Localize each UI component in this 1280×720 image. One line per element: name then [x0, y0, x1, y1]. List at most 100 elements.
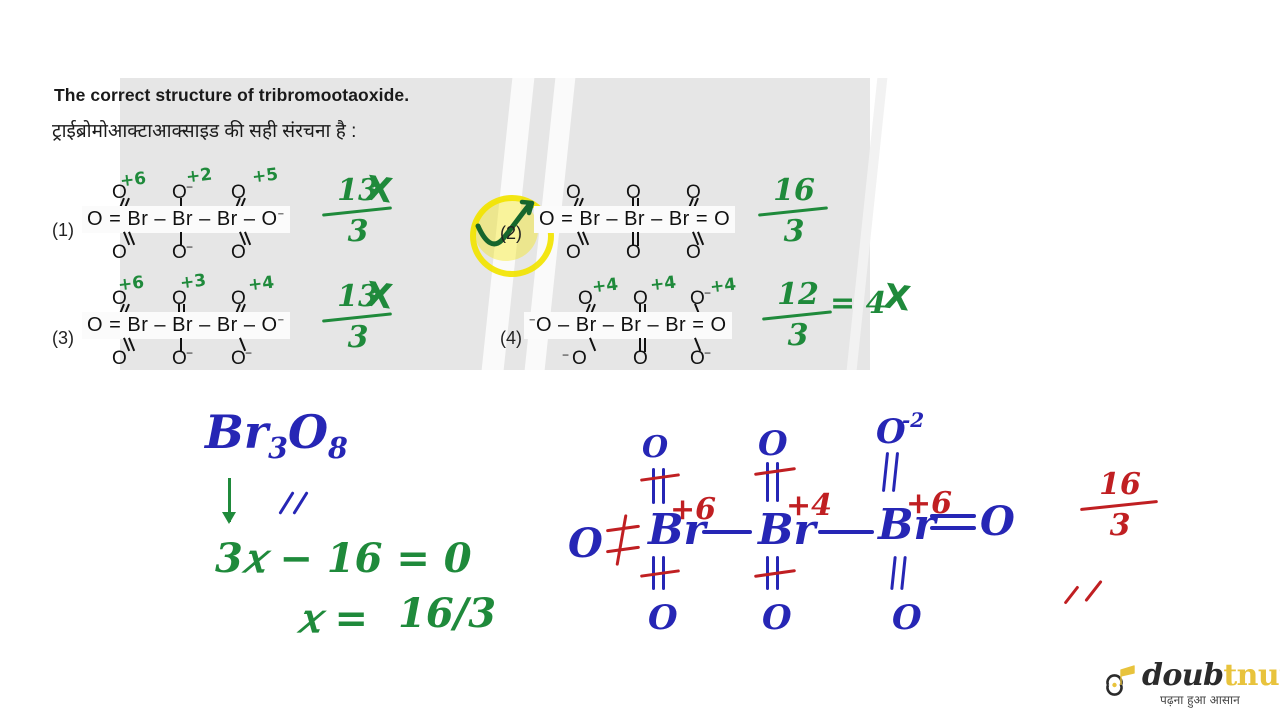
doubtnut-word-prefix: doub [1142, 658, 1224, 693]
option-1-top-oxygen-1: O [112, 182, 127, 203]
option-4-bottom-oxygen-2: O [633, 348, 648, 369]
option-4-formula-charge: − [529, 314, 536, 327]
option-2-result-numerator: 16 [773, 173, 815, 208]
option-4-result-equals: = 4 [830, 286, 887, 321]
sketch-strike-top-2 [753, 467, 797, 476]
sketch-top-oxygen-3-charge: -2 [902, 408, 925, 432]
working-solution-lhs: 𝑥 = [298, 595, 368, 642]
sketch-oxidation-3: +6 [906, 486, 953, 521]
check-icon [475, 199, 535, 247]
working-compound-sub1: 3 [268, 431, 288, 466]
final-answer: 16 3 [1080, 470, 1160, 541]
option-4-result-denominator: 3 [787, 318, 809, 353]
sketch-terminal-bond-b [930, 526, 976, 530]
option-2-bottom-oxygen-3: O [686, 242, 701, 263]
option-2-bond-bot-2a [632, 232, 634, 246]
option-3-formula: O = Br – Br – Br – O− [82, 312, 290, 339]
option-2-top-oxygen-2: O [626, 182, 641, 203]
sketch-center-1: Br [648, 505, 706, 554]
option-2-result: 16 3 [758, 176, 830, 247]
option-4-bottom-charge-3: − [704, 346, 712, 360]
doubtnut-logo: doubtnut पढ़ना हुआ आसान [1098, 658, 1280, 712]
option-4-top-oxygen-1: O [578, 288, 593, 309]
option-1-top-oxygen-3: O [231, 182, 246, 203]
option-4-oxidation-2: +4 [648, 272, 678, 296]
sketch-oxidation-1: +6 [670, 492, 717, 527]
question-text-hindi: ट्राईब्रोमोआक्टाआक्साइड की सही संरचना है… [52, 121, 357, 142]
sketch-top-oxygen-2: O [758, 424, 788, 464]
option-2-formula-text: O = Br – Br – Br = O [539, 208, 731, 230]
sketch-top-oxygen-3: O [876, 412, 906, 452]
option-2-bond-top-2a [632, 198, 634, 212]
option-1-bottom-oxygen-2: O [172, 242, 187, 263]
sketch-terminal-oxygen: O [980, 498, 1015, 545]
question-text-english: The correct structure of tribromootaoxid… [54, 85, 410, 105]
sketch-bottom-oxygen-1: O [648, 598, 678, 638]
option-4-bond-top-2b [644, 304, 646, 318]
sketch-chain-bond-2 [818, 530, 874, 534]
option-1-cross-mark: X [363, 168, 395, 212]
sketch-oxidation-2: +4 [786, 488, 833, 523]
sketch-terminal-bond-a [930, 514, 976, 518]
sketch-strike-left-slash [615, 514, 628, 566]
option-1-top-oxygen-2: O [172, 182, 187, 203]
sketch-top-bond-1a [652, 468, 655, 504]
sketch-bottom-bond-3b [900, 555, 907, 591]
doubtnut-mark-icon [1106, 665, 1135, 696]
option-4-label: (4) [500, 328, 522, 348]
option-3-bottom-charge-2: − [186, 346, 194, 360]
sketch-strike-bottom-2 [753, 569, 797, 578]
option-3-bottom-oxygen-1: O [112, 348, 127, 369]
sketch-top-bond-2a [766, 462, 769, 502]
option-2-top-oxygen-1: O [566, 182, 581, 203]
option-4-oxidation-1: +4 [590, 274, 620, 298]
final-answer-numerator: 16 [1099, 467, 1141, 502]
option-1-bond-bot-2 [180, 232, 182, 246]
option-3-bond-bot-2 [180, 338, 182, 352]
option-1-top-charge-2: − [186, 180, 194, 194]
option-3-label: (3) [52, 328, 74, 348]
option-4-bottom-charge-1: − [562, 348, 570, 362]
option-1-bottom-charge-2: − [186, 240, 194, 254]
option-2-result-denominator: 3 [783, 214, 805, 249]
sketch-left-oxygen: O [568, 520, 603, 567]
working-compound-br: Br [205, 405, 269, 459]
final-answer-underline [1063, 578, 1120, 612]
sketch-top-oxygen-1: O [642, 430, 669, 465]
doubtnut-wordmark: doubtnut [1142, 658, 1280, 693]
working-compound-o: O [287, 405, 329, 459]
option-3-bottom-oxygen-3: O [231, 348, 246, 369]
option-3-formula-charge: − [277, 314, 285, 327]
sketch-center-3: Br [878, 500, 936, 549]
option-4-cross-mark: X [881, 276, 913, 320]
option-3-top-oxygen-3: O [231, 288, 246, 309]
option-2-top-oxygen-3: O [686, 182, 701, 203]
option-3-bottom-charge-3: − [245, 346, 253, 360]
option-4-result: 12 3 [762, 280, 834, 351]
option-2-highlight-ring [470, 195, 554, 277]
option-2-label: (2) [500, 223, 522, 243]
sketch-strike-left-b [605, 545, 641, 554]
option-4-formula: −O – Br – Br – Br = O [524, 312, 732, 339]
option-1-formula-charge: − [277, 208, 285, 221]
option-2-bottom-oxygen-1: O [566, 242, 581, 263]
sketch-bottom-oxygen-3: O [892, 598, 922, 638]
option-4-top-charge-3: − [704, 286, 712, 300]
option-4-bottom-oxygen-1: O [572, 348, 587, 369]
option-4-top-oxygen-3: O [690, 288, 705, 309]
doubtnut-word-accent: t [1223, 658, 1237, 693]
option-1-oxidation-3: +5 [250, 164, 280, 188]
doubtnut-word-suffix: nut [1236, 658, 1280, 693]
option-2-formula: O = Br – Br – Br = O [534, 206, 736, 233]
option-1-formula-text: O = Br – Br – Br – O [87, 208, 278, 230]
sketch-bottom-bond-3a [890, 555, 897, 591]
option-1-bond-top-2 [180, 198, 182, 212]
option-3-oxidation-3: +4 [246, 272, 276, 296]
option-4-oxidation-3: +4 [708, 274, 738, 298]
option-1-bottom-oxygen-1: O [112, 242, 127, 263]
working-compound-sub2: 8 [328, 431, 348, 466]
option-3-cross-mark: X [363, 274, 395, 318]
option-1-result: 13 3 [322, 176, 394, 247]
option-1-label: (1) [52, 220, 74, 240]
